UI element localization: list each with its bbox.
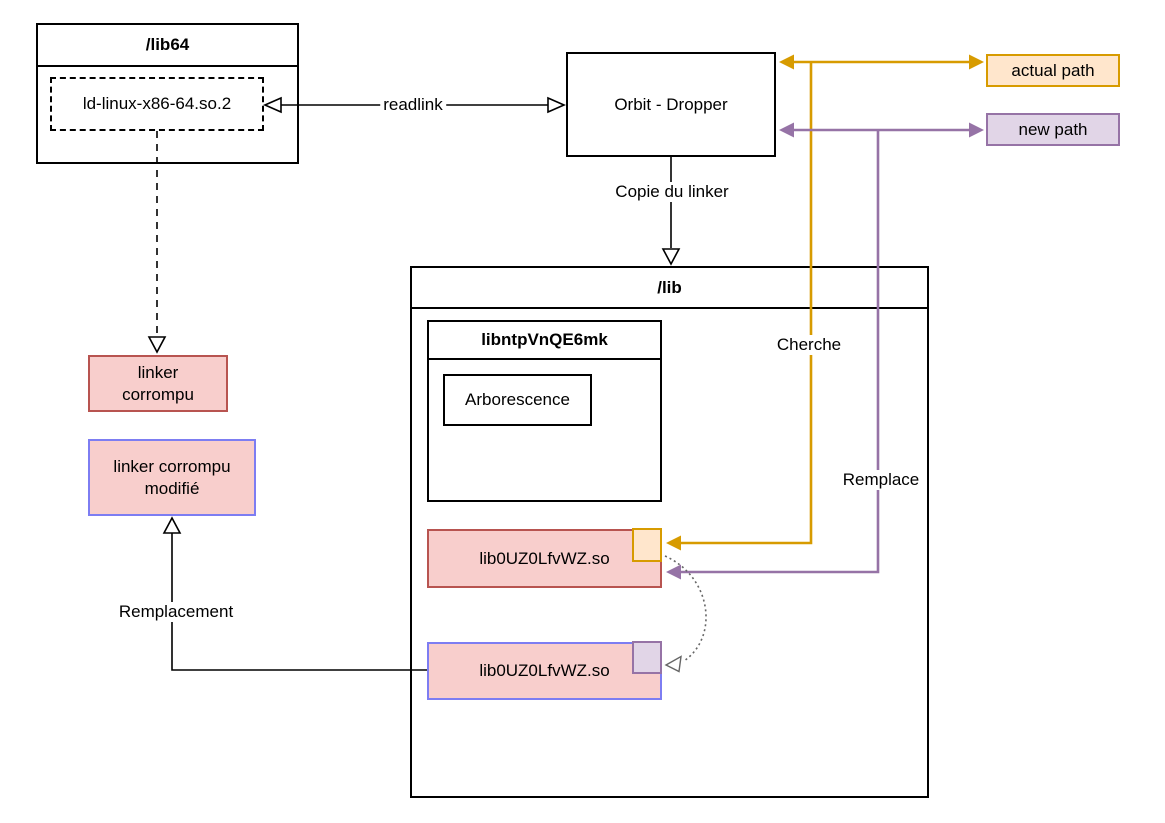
copy-linker-edge-label: Copie du linker xyxy=(612,182,732,202)
cherche-edge-label: Cherche xyxy=(773,335,845,355)
hijacked-lib-box: lib0UZ0LfvWZ.so xyxy=(427,529,662,588)
copy-linker-arrowhead xyxy=(661,248,681,266)
actual-path-label: actual path xyxy=(1011,60,1095,80)
new-path-label: new path xyxy=(1018,119,1088,139)
remplace-edge-label: Remplace xyxy=(839,470,923,490)
modified-linker-label: linker corrompu modifié xyxy=(113,457,231,498)
remplacement-arrowhead xyxy=(162,516,182,534)
linker-copy-arrowhead xyxy=(147,336,167,354)
actual-path-arrowhead-right xyxy=(969,54,984,70)
corrupted-linker-label: linker corrompu xyxy=(122,363,194,404)
hijacked-lib-label: lib0UZ0LfvWZ.so xyxy=(479,548,610,568)
new-path-arrowhead-left xyxy=(779,122,794,138)
arborescence-box: Arborescence xyxy=(443,374,592,426)
cherche-connector xyxy=(681,62,813,545)
lib64-folder-title: /lib64 xyxy=(38,25,297,67)
modified-linker-box: linker corrompu modifié xyxy=(88,439,256,516)
modified-lib-box: lib0UZ0LfvWZ.so xyxy=(427,642,662,700)
actual-path-arrowhead-left xyxy=(779,54,794,70)
corrupted-linker-box: linker corrompu xyxy=(88,355,228,412)
new-path-box: new path xyxy=(986,113,1120,146)
hijacked-lib-orange-tab xyxy=(632,528,662,562)
ld-linux-linker-label: ld-linux-x86-64.so.2 xyxy=(82,94,232,113)
actual-path-box: actual path xyxy=(986,54,1120,87)
orbit-dropper-box: Orbit - Dropper xyxy=(566,52,776,157)
swap-dotted-arrowhead xyxy=(664,655,682,673)
readlink-arrowhead-left xyxy=(263,96,282,114)
readlink-edge-label: readlink xyxy=(380,95,446,115)
readlink-arrowhead-right xyxy=(547,96,566,114)
remplacement-connector xyxy=(171,533,427,671)
orbit-dropper-label: Orbit - Dropper xyxy=(614,94,728,114)
cherche-arrowhead xyxy=(666,535,681,551)
remplace-arrowhead xyxy=(666,564,681,580)
modified-lib-label: lib0UZ0LfvWZ.so xyxy=(479,661,610,681)
lib-folder-title: /lib xyxy=(412,268,927,309)
arborescence-label: Arborescence xyxy=(465,390,570,409)
new-path-arrowhead-right xyxy=(969,122,984,138)
remplace-connector xyxy=(681,130,880,574)
modified-lib-purple-tab xyxy=(632,641,662,674)
ld-linux-linker-box: ld-linux-x86-64.so.2 xyxy=(50,77,264,131)
hidden-dir-title: libntpVnQE6mk xyxy=(429,322,660,360)
remplacement-edge-label: Remplacement xyxy=(115,602,237,622)
